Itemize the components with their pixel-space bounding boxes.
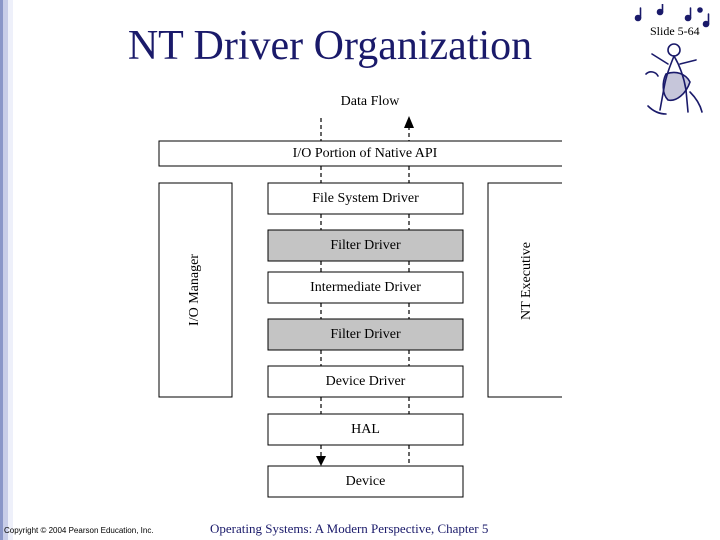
stack-label: Intermediate Driver <box>310 280 421 295</box>
stack-label: Device <box>345 474 386 489</box>
stack-label: Filter Driver <box>330 327 401 342</box>
stack-box-intermediate-driver <box>267 271 464 304</box>
io-manager-box <box>158 182 233 398</box>
stack-box-device <box>267 465 464 498</box>
slide-title: NT Driver Organization <box>127 23 533 69</box>
slide-number: Slide 5-64 <box>650 24 700 38</box>
io-portion-band <box>158 140 562 167</box>
book-footer: Operating Systems: A Modern Perspective,… <box>210 521 489 536</box>
stack-box-file-system-driver <box>267 182 464 215</box>
musician-logo-icon <box>634 4 710 115</box>
stack-box-filter-driver-upper <box>267 229 464 262</box>
stack-label: Filter Driver <box>330 238 401 253</box>
up-arrow-head <box>404 116 414 128</box>
io-manager-label: I/O Manager <box>187 254 202 326</box>
stack-label: Device Driver <box>325 374 406 389</box>
slide-sidebar-stripe <box>0 0 13 540</box>
stack-label: HAL <box>351 422 380 437</box>
stack-box-device-driver <box>267 365 464 398</box>
copyright-footer: Copyright © 2004 Pearson Education, Inc. <box>4 526 154 535</box>
data-flow-label: Data Flow <box>340 94 400 109</box>
stack-box-hal <box>267 413 464 446</box>
nt-executive-box <box>487 182 562 398</box>
nt-executive-label: NT Executive <box>519 242 534 320</box>
down-arrow-head <box>316 456 326 466</box>
io-portion-label: I/O Portion of Native API <box>292 146 438 161</box>
stack-label: File System Driver <box>312 191 419 206</box>
stack-box-filter-driver-lower <box>267 318 464 351</box>
